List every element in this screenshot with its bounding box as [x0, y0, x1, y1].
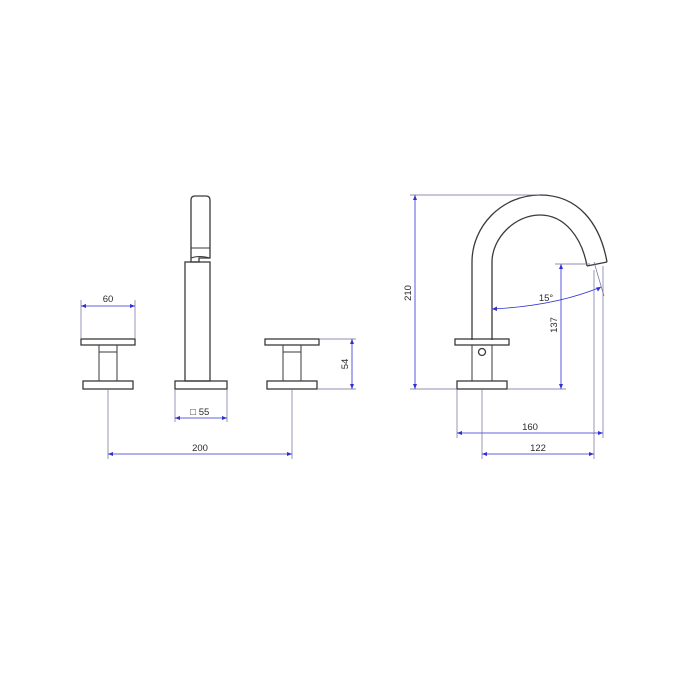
dim-spout-height: 137	[507, 263, 590, 390]
dim-reach-label: 122	[530, 443, 546, 454]
dim-total-height-label: 210	[403, 285, 414, 301]
right-cross-handle	[264, 338, 320, 390]
dim-spread-label: 200	[192, 443, 208, 454]
side-handle-screw-icon	[477, 347, 487, 357]
left-handle-bar	[80, 338, 136, 346]
dim-handle-width: 60	[80, 294, 136, 339]
spout-column-aerator-curve	[190, 256, 211, 259]
dim-base-square: □ 55	[174, 389, 228, 422]
right-handle-stem	[282, 344, 302, 382]
side-handle-stem	[471, 344, 493, 382]
dim-handle-height: 54	[317, 338, 356, 390]
side-handle	[454, 338, 510, 390]
dim-total-height: 210	[403, 194, 540, 390]
left-handle-base	[82, 380, 134, 390]
right-handle-base	[266, 380, 318, 390]
dim-handle-width-label: 60	[103, 294, 114, 305]
spout-column-base	[174, 380, 228, 390]
side-handle-bar	[454, 338, 510, 346]
dim-spread: 200	[107, 389, 293, 459]
left-cross-handle	[80, 338, 136, 390]
right-handle-bar	[264, 338, 320, 346]
dim-reach-total-label: 160	[522, 422, 538, 433]
front-view: 60 □ 55 200 54	[80, 195, 356, 459]
spout-column-head	[190, 195, 211, 263]
dim-handle-height-label: 54	[340, 359, 351, 370]
dim-reach: 122	[481, 270, 595, 459]
spout-column	[174, 195, 228, 390]
square-symbol-icon: □	[190, 407, 196, 418]
dim-spout-angle: 15°	[491, 261, 605, 311]
dim-spout-height-label: 137	[549, 317, 560, 333]
spout-column-body	[184, 261, 211, 382]
side-handle-base	[456, 380, 508, 390]
side-view: 210 137 15° 160	[403, 194, 608, 459]
dim-base-square-label: 55	[199, 407, 210, 418]
spout-inner-curve	[491, 214, 588, 340]
dim-reach-total: 160	[456, 266, 604, 438]
dim-spout-angle-label: 15°	[539, 293, 554, 304]
left-handle-stem	[98, 344, 118, 382]
spout-outlet	[586, 261, 608, 267]
gooseneck-spout	[471, 194, 608, 340]
